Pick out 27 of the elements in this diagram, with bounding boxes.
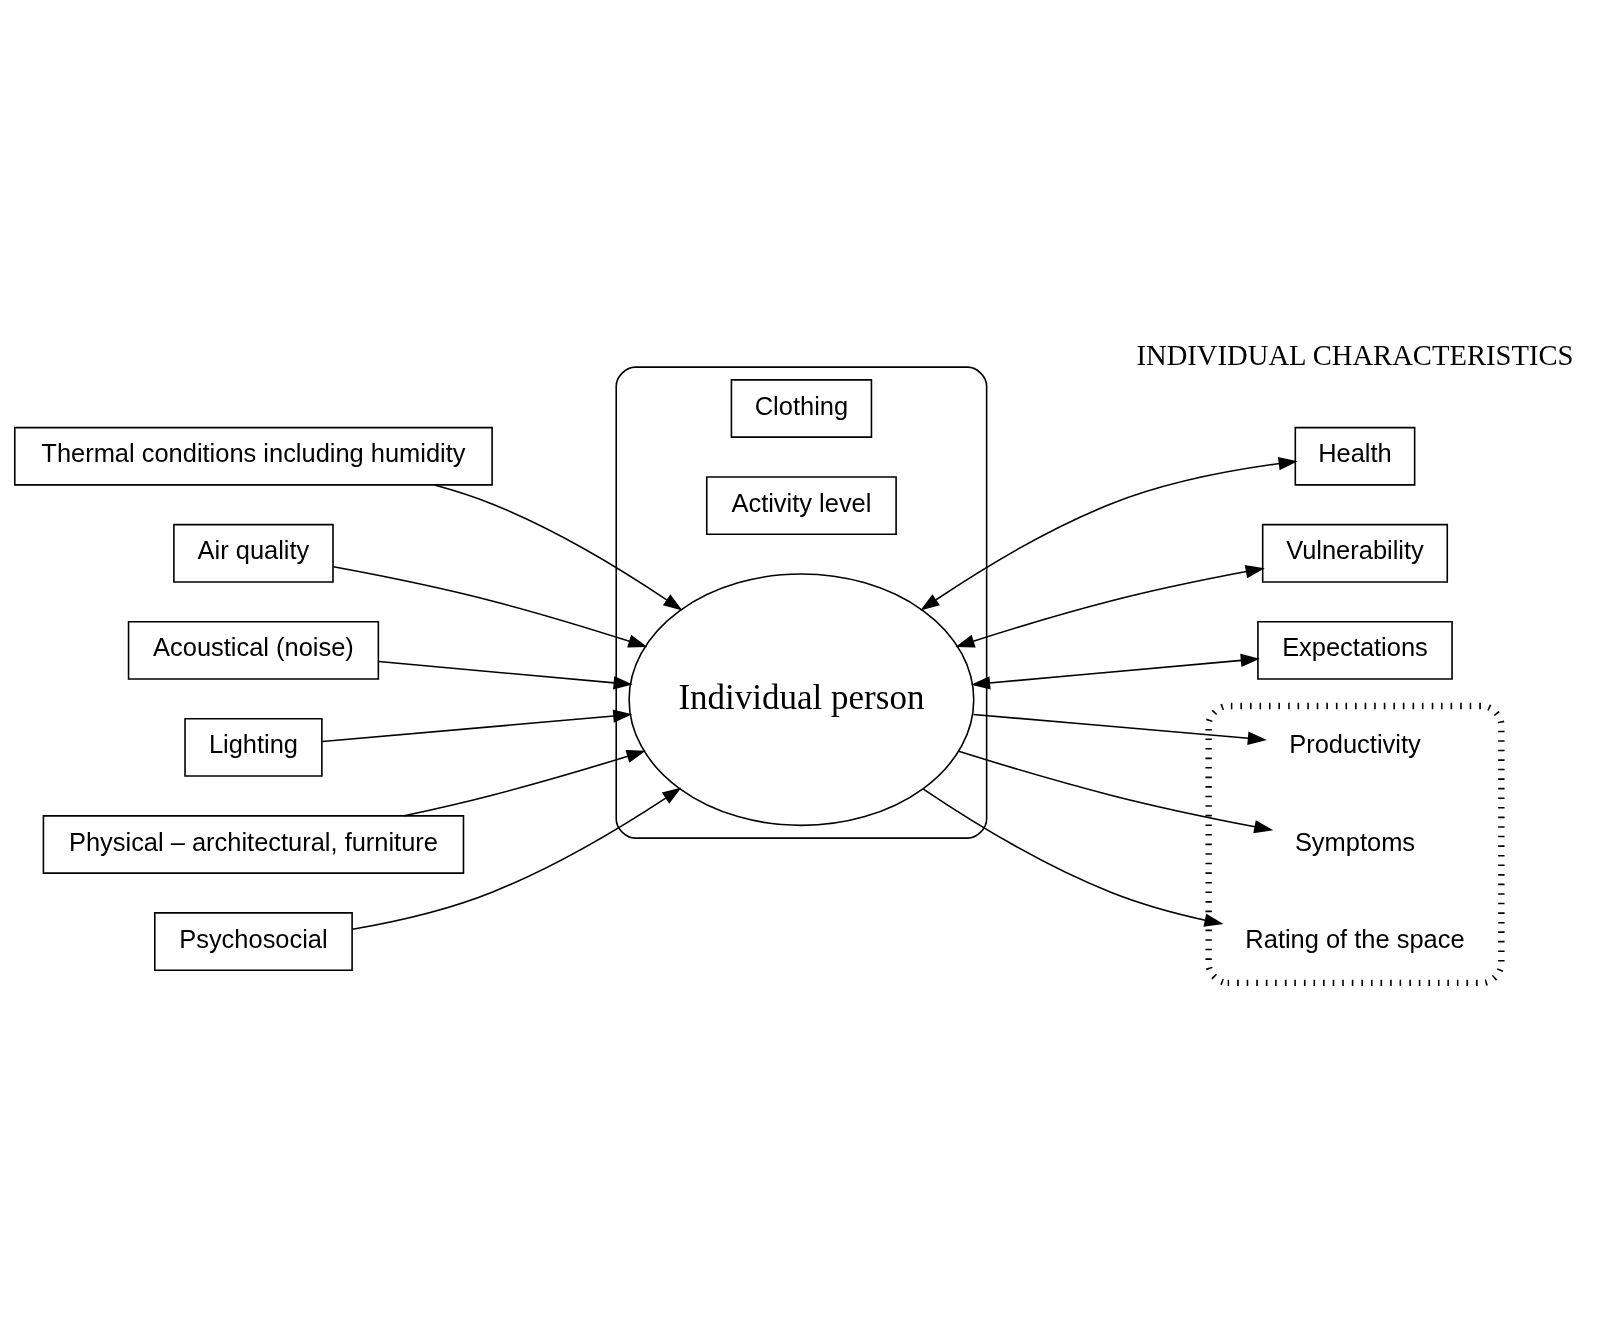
node-box: Lighting	[184, 718, 323, 777]
node-text: Symptoms	[1294, 827, 1416, 856]
node-box: Clothing	[730, 379, 873, 438]
arrow	[377, 660, 633, 690]
node-box: Expectations	[1257, 620, 1453, 680]
label: INDIVIDUAL CHARACTERISTICS	[1136, 338, 1574, 371]
node-box: Air quality	[173, 523, 334, 583]
arrow	[955, 565, 1265, 648]
arrow	[972, 713, 1267, 745]
arrow	[321, 709, 633, 743]
node-box: Activity level	[705, 476, 897, 535]
arrow	[351, 787, 682, 931]
arrow	[332, 566, 648, 648]
node-box: Health	[1294, 426, 1416, 486]
arrow	[403, 750, 646, 817]
arrow	[433, 484, 683, 611]
node-box: Vulnerability	[1261, 523, 1449, 583]
node-box: Acoustical (noise)	[127, 620, 380, 680]
node-text: Rating of the space	[1245, 924, 1465, 953]
arrow	[971, 653, 1260, 690]
node-box: Psychosocial	[154, 912, 353, 971]
arrow	[957, 750, 1274, 834]
arrow	[920, 457, 1298, 611]
node-box: Thermal conditions including humidity	[14, 426, 493, 486]
arrow	[922, 788, 1224, 927]
node-box: Physical – architectural, furniture	[42, 815, 465, 874]
node-text: Productivity	[1289, 730, 1421, 759]
